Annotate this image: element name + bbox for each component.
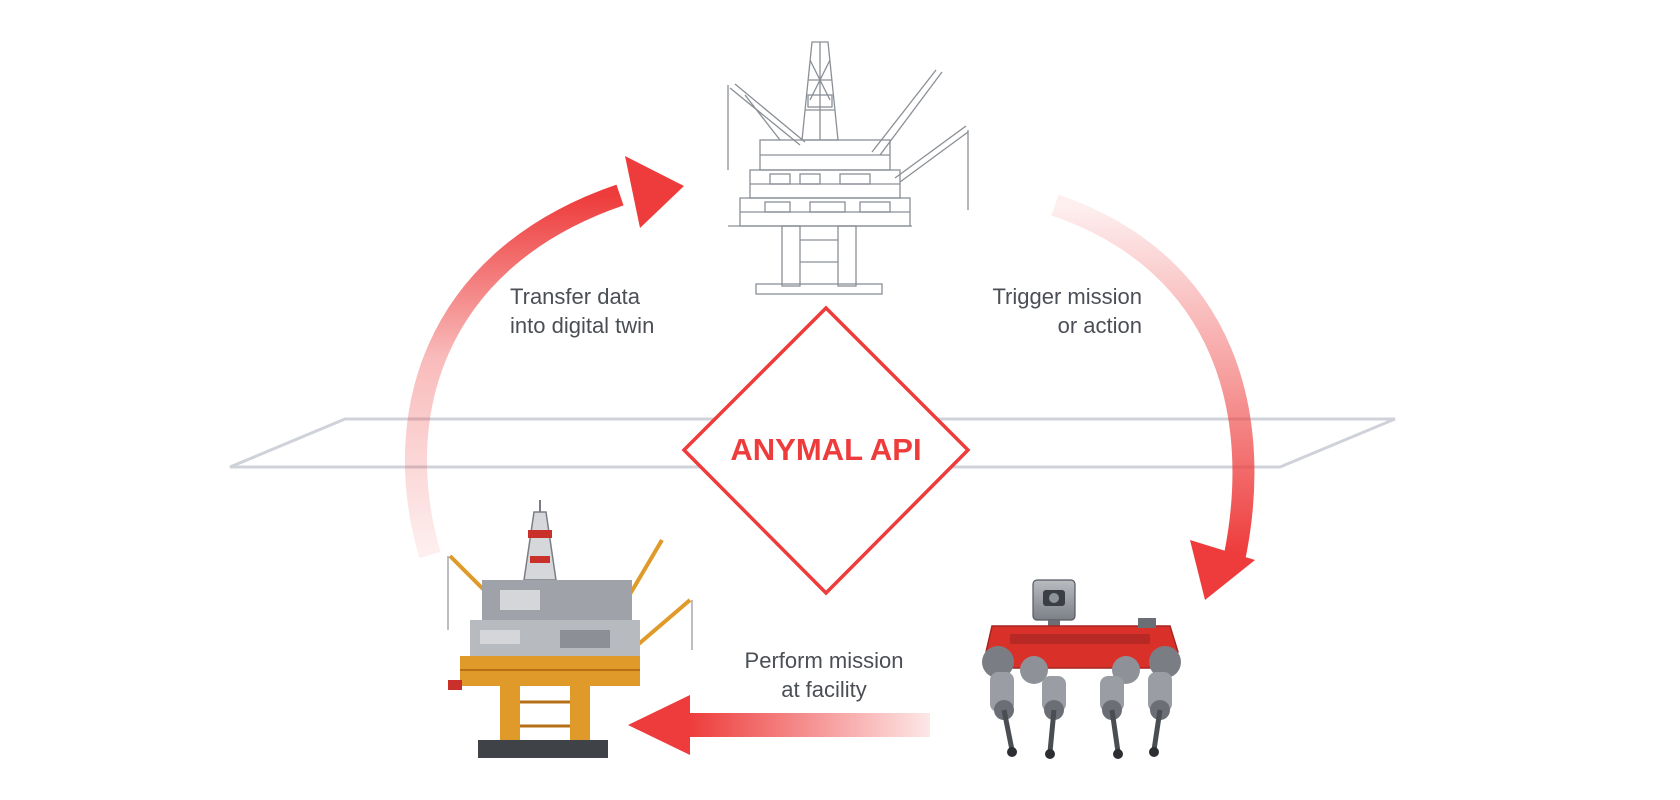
trigger-label: Trigger mission or action: [960, 282, 1142, 340]
facility-platform-icon: [447, 500, 693, 758]
trigger-label-line-1: Trigger mission: [992, 284, 1142, 309]
trigger-arrow: [1051, 194, 1255, 600]
perform-arrow: [628, 695, 930, 755]
api-diamond: [681, 305, 971, 596]
perform-label-line-2: at facility: [781, 677, 867, 702]
api-plane: [229, 417, 1396, 469]
transfer-label: Transfer data into digital twin: [510, 282, 654, 340]
perform-label-line-1: Perform mission: [744, 648, 904, 673]
transfer-label-line-1: Transfer data: [510, 284, 641, 309]
anymal-robot-icon: [982, 579, 1181, 759]
digital-twin-platform-icon: [727, 41, 969, 295]
perform-label: Perform mission at facility: [724, 646, 924, 704]
transfer-arrow: [404, 156, 684, 559]
api-title: ANYMAL API: [730, 432, 921, 467]
trigger-label-line-2: or action: [1057, 313, 1142, 338]
transfer-label-line-2: into digital twin: [510, 313, 655, 338]
